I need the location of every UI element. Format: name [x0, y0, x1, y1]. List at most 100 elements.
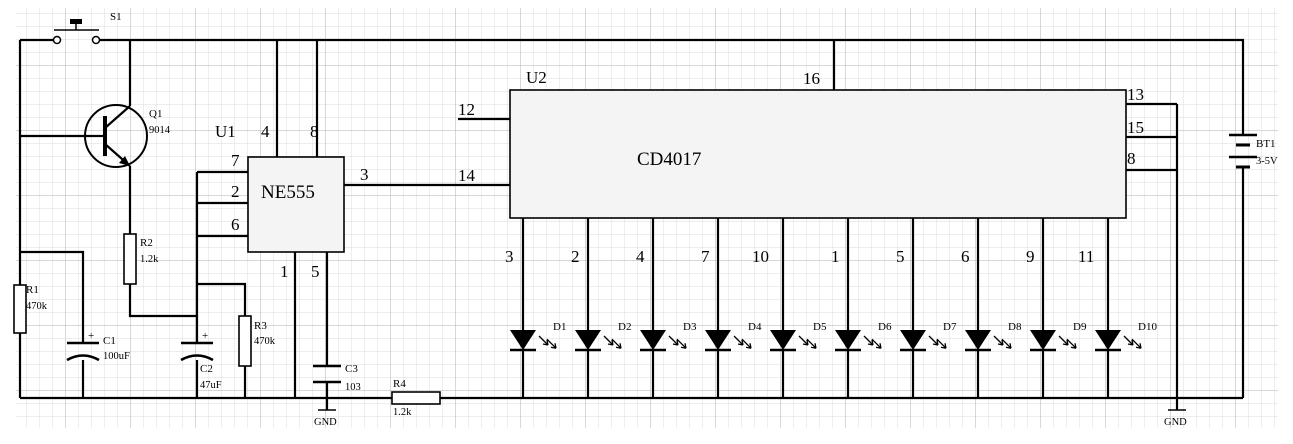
led-triangle: [510, 330, 536, 350]
led-triangle: [965, 330, 991, 350]
u2-out-pin: 4: [636, 247, 645, 266]
u1-ref: U1: [215, 122, 236, 141]
bt1-value: 3-5V: [1256, 156, 1278, 167]
gnd-label-2: GND: [1164, 417, 1187, 428]
battery-bt1: BT1 3-5V: [1229, 133, 1278, 172]
light-arrow-icon: [1066, 338, 1077, 349]
c2-label: C2: [200, 363, 213, 375]
bt1-label: BT1: [1256, 138, 1276, 150]
r3-label: R3: [254, 320, 267, 332]
led-label: D3: [683, 321, 697, 333]
r3-value: 470k: [254, 336, 276, 347]
led-d8: D8: [965, 321, 1022, 352]
light-arrow-icon: [741, 338, 752, 349]
ground-u1: GND: [314, 398, 337, 428]
u1-pin-7: 7: [231, 151, 240, 170]
led-columns: [521, 218, 1110, 398]
led-triangle: [770, 330, 796, 350]
led-d7: D7: [900, 321, 957, 352]
led-triangle: [575, 330, 601, 350]
ground-right: GND: [1164, 409, 1187, 428]
led-triangle: [1030, 330, 1056, 350]
gnd-label-1: GND: [314, 417, 337, 428]
u2-ref: U2: [526, 68, 547, 87]
c1-plus: +: [88, 330, 94, 342]
led-triangle: [1095, 330, 1121, 350]
led-triangle: [835, 330, 861, 350]
light-arrow-icon: [806, 338, 817, 349]
u2-out-pin: 6: [961, 247, 970, 266]
resistor-r2: R2 1.2k: [123, 233, 159, 285]
light-arrow-icon: [668, 335, 679, 346]
u1-pin-2: 2: [231, 182, 240, 201]
led-d2: D2: [575, 321, 631, 352]
light-arrow-icon: [1131, 338, 1142, 349]
led-label: D5: [813, 321, 827, 333]
r4-value: 1.2k: [393, 407, 412, 418]
light-arrow-icon: [871, 338, 882, 349]
led-triangle: [705, 330, 731, 350]
r1-label: R1: [26, 284, 39, 296]
wires: [18, 38, 1245, 410]
u2-out-pin: 5: [896, 247, 905, 266]
chip-u1: NE555 U1 4 8 7 2 6 3 1 5: [215, 122, 369, 281]
u1-pin-6: 6: [231, 215, 240, 234]
light-arrow-icon: [603, 335, 614, 346]
resistor-r3: R3 470k: [238, 315, 276, 367]
led-triangle: [640, 330, 666, 350]
light-arrow-icon: [928, 335, 939, 346]
u2-out-pin: 1: [831, 247, 840, 266]
led-label: D7: [943, 321, 957, 333]
led-d5: D5: [770, 321, 827, 352]
r1-value: 470k: [26, 301, 48, 312]
capacitor-c3: C3 103: [313, 363, 361, 393]
c3-label: C3: [345, 363, 358, 375]
light-arrow-icon: [1123, 335, 1134, 346]
light-arrow-icon: [993, 335, 1004, 346]
led-label: D8: [1008, 321, 1022, 333]
resistor-r1: R1 470k: [13, 284, 48, 334]
capacitor-c2: + C2 47uF: [180, 330, 222, 391]
r2-label: R2: [140, 237, 153, 249]
light-arrow-icon: [798, 335, 809, 346]
led-array: D1 D2 D3 D4 D5 D6 D7 D8 D9 D10: [510, 321, 1157, 352]
u2-pin-14: 14: [458, 166, 476, 185]
switch-s1: S1: [52, 11, 122, 45]
c2-value: 47uF: [200, 380, 222, 391]
light-arrow-icon: [863, 335, 874, 346]
u1-pin-4: 4: [261, 122, 270, 141]
led-label: D6: [878, 321, 892, 333]
led-d4: D4: [705, 321, 762, 352]
u2-out-pin: 7: [701, 247, 710, 266]
q1-value: 9014: [149, 125, 171, 136]
light-arrow-icon: [1058, 335, 1069, 346]
led-d6: D6: [835, 321, 892, 352]
u1-pin-5: 5: [311, 262, 320, 281]
u2-out-pin: 3: [505, 247, 514, 266]
u1-name: NE555: [261, 182, 315, 203]
c3-value: 103: [345, 382, 361, 393]
led-label: D1: [553, 321, 566, 333]
light-arrow-icon: [676, 338, 687, 349]
led-d1: D1: [510, 321, 566, 352]
u2-pin-15: 15: [1127, 118, 1144, 137]
u2-pin-8: 8: [1127, 149, 1136, 168]
u2-out-pin: 2: [571, 247, 580, 266]
led-label: D9: [1073, 321, 1087, 333]
u2-pin-12: 12: [458, 100, 475, 119]
u2-out-pin: 11: [1078, 247, 1094, 266]
led-d10: D10: [1095, 321, 1157, 352]
u2-name: CD4017: [637, 149, 701, 170]
light-arrow-icon: [538, 335, 549, 346]
led-d3: D3: [640, 321, 697, 352]
led-triangle: [900, 330, 926, 350]
chip-u2: CD4017 U2 12 14 16 13 15 8 3 2 4 7 10 1 …: [458, 68, 1144, 266]
capacitor-c1: + C1 100uF: [66, 330, 130, 362]
led-d9: D9: [1030, 321, 1087, 352]
light-arrow-icon: [1001, 338, 1012, 349]
u2-pin-16: 16: [803, 69, 820, 88]
q1-label: Q1: [149, 108, 162, 120]
u2-out-pin: 10: [752, 247, 769, 266]
